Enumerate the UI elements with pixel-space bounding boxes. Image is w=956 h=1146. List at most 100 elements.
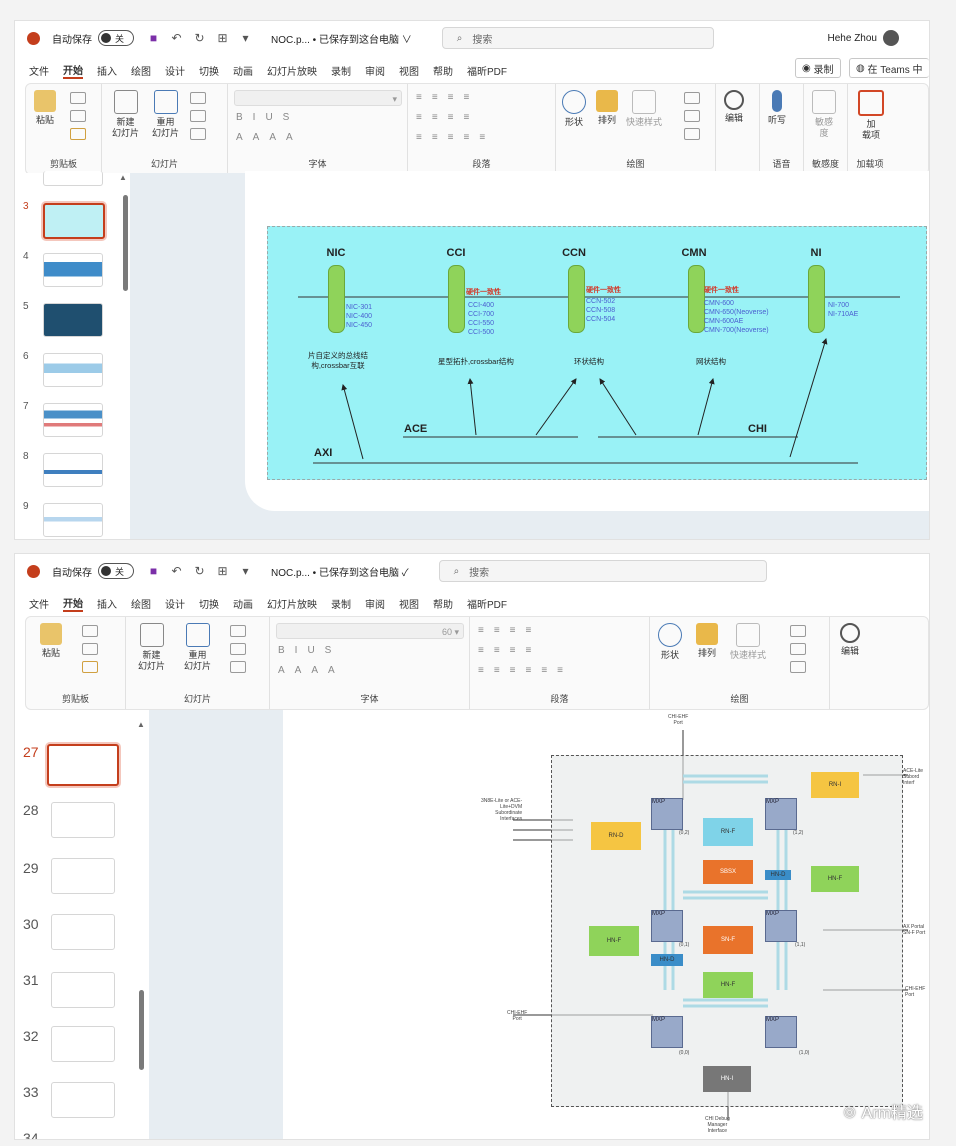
hn-f-block[interactable]: HN-F: [703, 972, 753, 998]
indent-buttons[interactable]: ≡≡≡≡: [478, 645, 542, 656]
outline-icon[interactable]: [790, 643, 806, 655]
tab-view[interactable]: 视图: [399, 599, 419, 611]
customize-qat-icon[interactable]: ▾: [242, 30, 249, 45]
tab-home[interactable]: 开始: [63, 62, 83, 79]
copy-icon[interactable]: [70, 110, 86, 122]
slide-thumbnail[interactable]: [43, 453, 103, 487]
rn-i-block-top[interactable]: RN-I: [811, 772, 859, 798]
font-color-buttons[interactable]: AAAA: [236, 132, 303, 143]
tab-foxit-pdf[interactable]: 福昕PDF: [467, 599, 507, 611]
document-title[interactable]: NOC.p... • 已保存到这台电脑 ✓: [271, 567, 409, 579]
redo-icon[interactable]: ↻: [194, 563, 205, 578]
fill-icon[interactable]: [684, 92, 700, 104]
slide-thumbnail-selected[interactable]: [43, 203, 105, 239]
dictate-button[interactable]: 听写: [768, 90, 786, 126]
tab-insert[interactable]: 插入: [97, 599, 117, 611]
tab-slideshow[interactable]: 幻灯片放映: [267, 599, 317, 611]
slide-thumbnail[interactable]: [51, 1026, 115, 1062]
sn-f-block[interactable]: SN-F: [703, 926, 753, 954]
scroll-up-icon[interactable]: ▲: [137, 720, 145, 729]
tab-transitions[interactable]: 切换: [199, 599, 219, 611]
search-input[interactable]: ⌕搜索: [438, 560, 767, 582]
fill-icon[interactable]: [790, 625, 806, 637]
layout-icon[interactable]: [190, 92, 206, 104]
list-buttons[interactable]: ≡≡≡≡: [478, 625, 542, 636]
font-size-box[interactable]: ▾: [234, 90, 402, 106]
record-button[interactable]: ◉ 录制: [795, 58, 841, 78]
font-size-box[interactable]: 60 ▾: [276, 623, 464, 639]
font-color-buttons[interactable]: AAAA: [278, 665, 345, 676]
tab-slideshow[interactable]: 幻灯片放映: [267, 66, 317, 78]
reuse-slide-button[interactable]: 重用 幻灯片: [184, 623, 211, 672]
save-icon[interactable]: ■: [149, 30, 158, 45]
tab-file[interactable]: 文件: [29, 66, 49, 78]
section-icon[interactable]: [230, 661, 246, 673]
tab-record[interactable]: 录制: [331, 66, 351, 78]
tab-transitions[interactable]: 切换: [199, 66, 219, 78]
format-painter-icon[interactable]: [70, 128, 86, 140]
mesh-crosspoint[interactable]: MXP: [651, 1016, 683, 1048]
slide-thumbnail[interactable]: [51, 1082, 115, 1118]
rn-d-block[interactable]: RN-D: [591, 822, 641, 850]
tab-help[interactable]: 帮助: [433, 599, 453, 611]
autosave-toggle[interactable]: 关: [98, 30, 134, 46]
slide-thumbnail[interactable]: [43, 171, 103, 186]
cut-icon[interactable]: [82, 625, 98, 637]
slide-thumbnail[interactable]: [51, 914, 115, 950]
customize-qat-icon[interactable]: ▾: [242, 563, 249, 578]
addin-button[interactable]: 加 载项: [858, 90, 884, 141]
mesh-crosspoint[interactable]: MXP: [651, 798, 683, 830]
layout-icon[interactable]: [230, 625, 246, 637]
reuse-slide-button[interactable]: 重用 幻灯片: [152, 90, 179, 139]
hn-f-block[interactable]: HN-F: [811, 866, 859, 892]
document-title[interactable]: NOC.p... • 已保存到这台电脑 ∨: [271, 34, 412, 46]
search-input[interactable]: ⌕搜索: [441, 27, 714, 49]
mesh-crosspoint[interactable]: MXP: [765, 910, 797, 942]
tab-review[interactable]: 审阅: [365, 599, 385, 611]
mesh-crosspoint[interactable]: MXP: [651, 910, 683, 942]
slide-thumbnail[interactable]: [43, 303, 103, 337]
tab-draw[interactable]: 绘图: [131, 599, 151, 611]
tab-help[interactable]: 帮助: [433, 66, 453, 78]
tab-file[interactable]: 文件: [29, 599, 49, 611]
tab-animations[interactable]: 动画: [233, 66, 253, 78]
mesh-crosspoint[interactable]: MXP: [765, 1016, 797, 1048]
reset-icon[interactable]: [190, 110, 206, 122]
tab-animations[interactable]: 动画: [233, 599, 253, 611]
present-icon[interactable]: ⊞: [217, 30, 228, 45]
teams-button[interactable]: ◍ 在 Teams 中: [849, 58, 929, 78]
effects-icon[interactable]: [684, 128, 700, 140]
tab-design[interactable]: 设计: [165, 599, 185, 611]
reset-icon[interactable]: [230, 643, 246, 655]
avatar[interactable]: [883, 30, 899, 46]
tab-design[interactable]: 设计: [165, 66, 185, 78]
tab-home[interactable]: 开始: [63, 595, 83, 612]
autosave-toggle[interactable]: 关: [98, 563, 134, 579]
paste-button[interactable]: 粘贴: [40, 623, 62, 659]
copy-icon[interactable]: [82, 643, 98, 655]
align-buttons[interactable]: ≡≡≡≡≡: [416, 132, 496, 143]
edit-button[interactable]: 编辑: [840, 623, 860, 657]
mesh-crosspoint[interactable]: MXP: [765, 798, 797, 830]
sbsx-block[interactable]: SBSX: [703, 860, 753, 884]
rn-f-block[interactable]: RN-F: [703, 818, 753, 846]
arrange-button[interactable]: 排列: [696, 623, 718, 659]
font-format-buttons[interactable]: BIUS: [278, 645, 342, 656]
tab-insert[interactable]: 插入: [97, 66, 117, 78]
cut-icon[interactable]: [70, 92, 86, 104]
slide-thumbnail[interactable]: [43, 403, 103, 437]
edit-button[interactable]: 编辑: [724, 90, 744, 124]
present-icon[interactable]: ⊞: [217, 563, 228, 578]
shape-button[interactable]: 形状: [658, 623, 682, 661]
tab-view[interactable]: 视图: [399, 66, 419, 78]
outline-icon[interactable]: [684, 110, 700, 122]
slide-thumbnail[interactable]: [43, 353, 103, 387]
slide-thumbnail-selected[interactable]: [47, 744, 119, 786]
undo-icon[interactable]: ↶: [171, 563, 182, 578]
tab-record[interactable]: 录制: [331, 599, 351, 611]
slide-thumbnail[interactable]: [43, 503, 103, 537]
tab-foxit-pdf[interactable]: 福昕PDF: [467, 66, 507, 78]
slide-thumbnail[interactable]: [51, 858, 115, 894]
quick-style-button[interactable]: 快速样式: [626, 90, 662, 128]
user-name[interactable]: Hehe Zhou: [827, 32, 877, 44]
